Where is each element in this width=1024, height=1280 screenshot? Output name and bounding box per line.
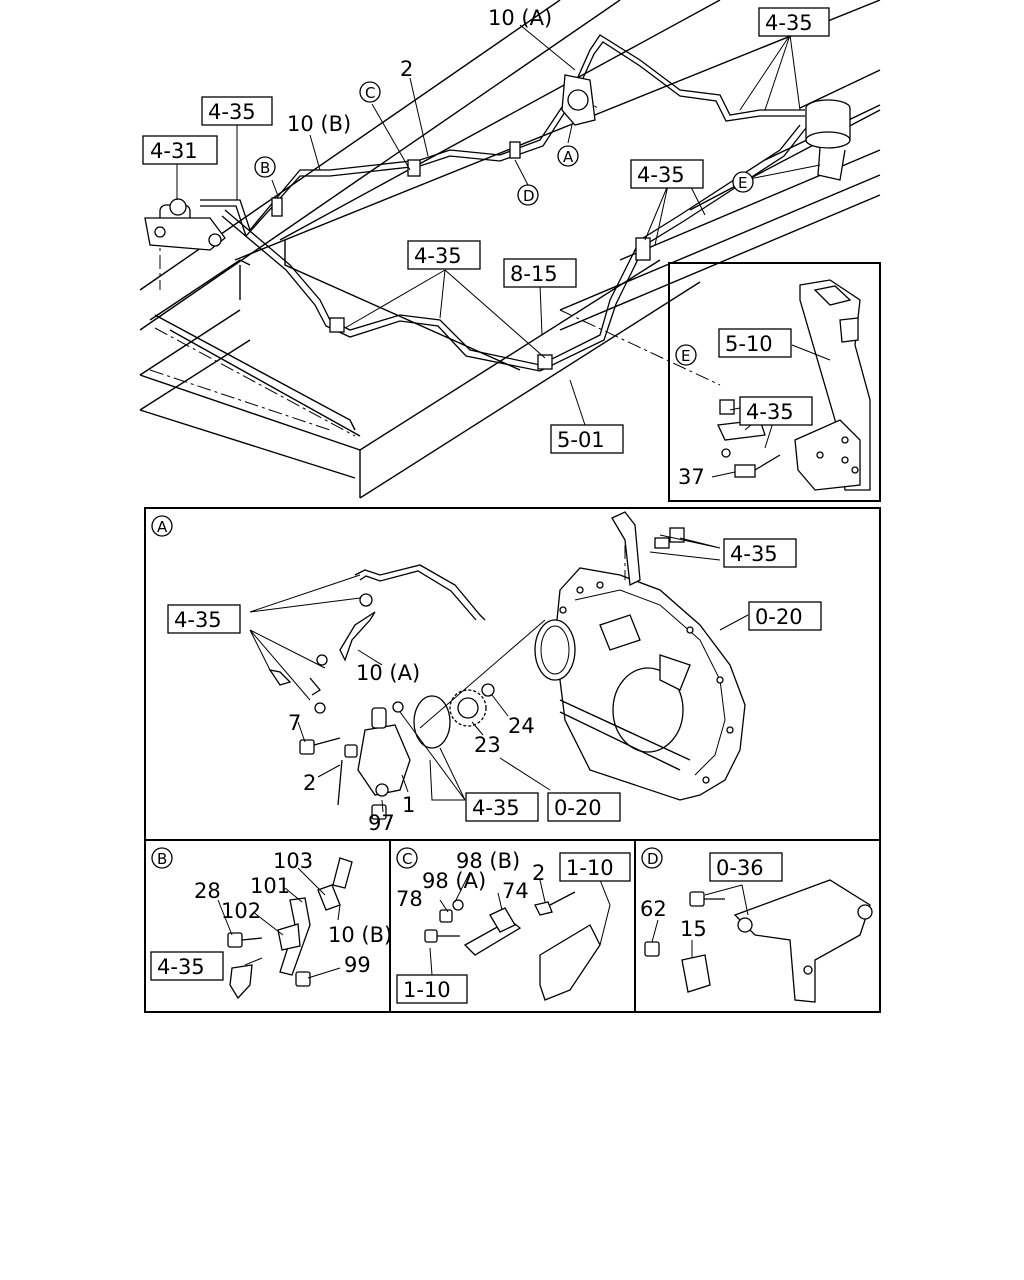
circle-marker-d: [517, 184, 539, 206]
circle-marker-a-label: A: [563, 148, 574, 166]
detail-b-panel: B 103 101 28 102 10 (B) 99 4-35: [144, 839, 392, 1013]
detail-d-panel: D 62 15 0-36: [634, 839, 881, 1013]
circle-marker-c-label: C: [365, 84, 375, 102]
detail-e-panel: E 5-10 4-35 37: [668, 262, 881, 502]
ref-label-4-35-b1: 4-35: [157, 955, 205, 979]
circle-marker-b-label: B: [260, 159, 270, 177]
part-label-102: 102: [221, 899, 261, 923]
ref-box-4-35-d: [407, 240, 481, 270]
ref-box-8-15: [503, 258, 577, 288]
circle-marker-e: [732, 171, 754, 193]
ref-label-1-10-b: 1-10: [403, 978, 451, 1002]
ref-label-4-35-a1: 4-35: [730, 542, 778, 566]
part-label-2-c: 2: [532, 861, 545, 885]
ref-label-0-36: 0-36: [716, 856, 764, 880]
part-label-28: 28: [194, 879, 221, 903]
part-label-37: 37: [678, 465, 705, 489]
ref-box-4-35-b: [201, 96, 273, 126]
ref-box-4-31: [142, 135, 218, 165]
detail-a-marker: [151, 515, 173, 537]
ref-label-1-10-a: 1-10: [566, 856, 614, 880]
ref-label-0-20-b: 0-20: [554, 796, 602, 820]
part-label-10b-detail: 10 (B): [328, 923, 392, 947]
part-label-78: 78: [396, 887, 423, 911]
part-label-62: 62: [640, 897, 667, 921]
ref-label-4-35-a: 4-35: [765, 11, 813, 35]
ref-label-4-35-e: 4-35: [746, 400, 794, 424]
ref-label-5-10: 5-10: [725, 332, 773, 356]
ref-label-4-35-a3: 4-35: [472, 796, 520, 820]
part-label-23: 23: [474, 733, 501, 757]
part-label-101: 101: [250, 874, 290, 898]
circle-marker-d-label: D: [523, 187, 535, 205]
circle-marker-b: [254, 156, 276, 178]
ref-box-4-35-b1: [150, 951, 224, 981]
ref-label-0-20-a: 0-20: [755, 605, 803, 629]
ref-box-4-35-e: [739, 396, 813, 426]
part-label-24: 24: [508, 714, 535, 738]
ref-box-5-01: [550, 424, 624, 454]
circle-marker-a: [557, 145, 579, 167]
part-label-10a-top: 10 (A): [488, 6, 552, 30]
part-label-7: 7: [288, 711, 301, 735]
detail-d-marker-label: D: [647, 850, 659, 868]
ref-box-5-10: [718, 328, 792, 358]
ref-label-4-35-b: 4-35: [208, 100, 256, 124]
detail-e-marker-label: E: [681, 347, 690, 365]
detail-c-marker: [396, 847, 418, 869]
ref-box-1-10-a: [559, 852, 631, 882]
detail-a-panel: A: [144, 507, 881, 841]
ref-label-4-35-c: 4-35: [637, 163, 685, 187]
detail-d-marker: [641, 847, 663, 869]
ref-box-4-35-a: [758, 7, 830, 37]
part-label-103: 103: [273, 849, 313, 873]
detail-c-marker-label: C: [402, 850, 412, 868]
circle-marker-c: [359, 81, 381, 103]
part-label-10a-detail: 10 (A): [356, 661, 420, 685]
chassis-overview: 10 (A) 2 10 (B) 4-35 4-35 4-31 4-35 4-35…: [139, 0, 881, 499]
ref-box-1-10-b: [396, 974, 468, 1004]
detail-c-panel: C 98 (B) 98 (A) 78 74 2 1-10 1-10: [389, 839, 636, 1013]
part-label-15: 15: [680, 917, 707, 941]
circle-marker-e-label: E: [738, 174, 747, 192]
ref-box-4-35-a1: [723, 538, 797, 568]
part-label-99: 99: [344, 953, 371, 977]
ref-box-0-20-b: [547, 792, 621, 822]
part-label-97: 97: [368, 811, 395, 835]
part-label-2-detail: 2: [303, 771, 316, 795]
part-label-2-top: 2: [400, 57, 413, 81]
part-label-74: 74: [502, 879, 529, 903]
ref-box-0-20-a: [748, 601, 822, 631]
part-label-98a: 98 (A): [422, 869, 486, 893]
ref-box-4-35-a2: [167, 604, 241, 634]
ref-label-8-15: 8-15: [510, 262, 558, 286]
detail-b-marker-label: B: [157, 850, 167, 868]
ref-box-4-35-a3: [465, 792, 539, 822]
part-label-98b: 98 (B): [456, 849, 520, 873]
ref-label-4-31: 4-31: [150, 139, 198, 163]
ref-box-0-36: [709, 852, 783, 882]
part-label-1: 1: [402, 793, 415, 817]
ref-label-4-35-a2: 4-35: [174, 608, 222, 632]
detail-e-marker: [675, 344, 697, 366]
part-label-10b-top: 10 (B): [287, 112, 351, 136]
ref-label-4-35-d: 4-35: [414, 244, 462, 268]
detail-a-marker-label: A: [157, 518, 168, 536]
detail-b-marker: [151, 847, 173, 869]
ref-box-4-35-c: [630, 159, 704, 189]
ref-label-5-01: 5-01: [557, 428, 605, 452]
